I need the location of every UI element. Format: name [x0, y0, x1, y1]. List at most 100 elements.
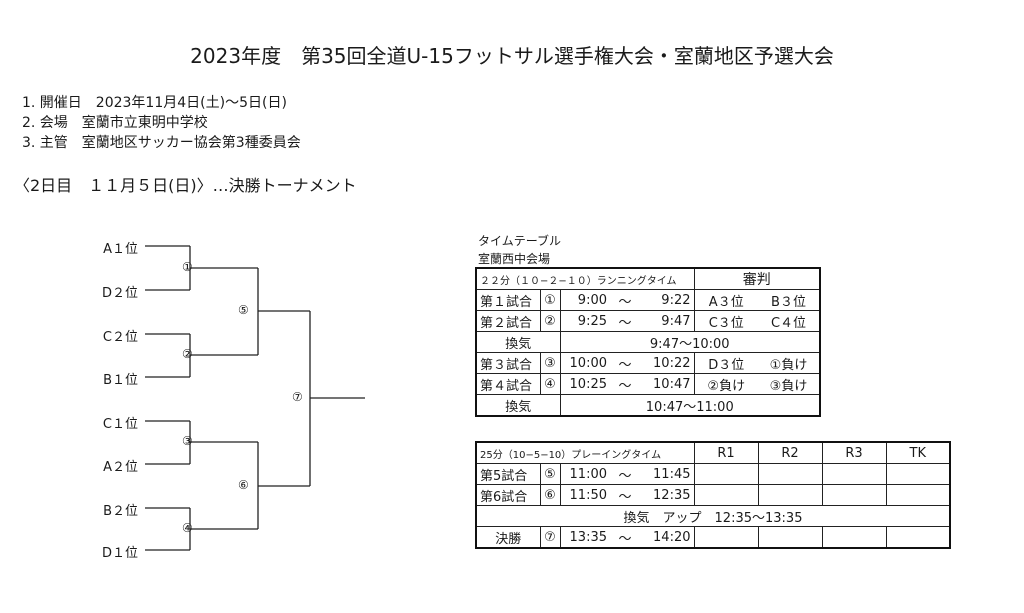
empty-cell	[885, 484, 951, 506]
end-time: 12:35	[640, 484, 695, 506]
break-time: 9:47～10:00	[559, 331, 821, 353]
end-time: 14:20	[640, 526, 695, 549]
end-time: 10:47	[640, 373, 695, 395]
timetable-table-1: ２２分（１０−２−１０）ランニングタイム 審判 第１試合 ① 9:00 ～ 9:…	[475, 267, 821, 417]
timetable-caption: タイムテーブル	[478, 234, 562, 248]
match-number: ⑥	[238, 478, 249, 492]
time-separator: ～	[610, 352, 640, 374]
referee-2: B３位	[758, 289, 821, 311]
empty-cell	[693, 463, 759, 485]
match-number: ①	[539, 289, 561, 311]
column-header: TK	[885, 441, 951, 464]
bracket-team: B１位	[103, 373, 138, 388]
timetable-table-2: 25分（10−5−10）プレーイングタイム R1 R2 R3 TK 第5試合 ⑤…	[475, 441, 951, 549]
match-number: ②	[539, 310, 561, 332]
break-label: 換気	[475, 394, 561, 417]
match-number: ③	[539, 352, 561, 374]
info-date: 1. 開催日 2023年11月4日(土)～5日(日)	[22, 95, 287, 111]
table-row: 第２試合 ② 9:25 ～ 9:47 C３位 C４位	[475, 310, 821, 332]
bracket-team: C２位	[102, 330, 138, 345]
table-row: 換気 アップ 12:35～13:35	[475, 505, 951, 527]
empty-cell	[885, 463, 951, 485]
time-separator: ～	[610, 463, 640, 485]
empty-cell	[693, 526, 759, 549]
match-number: ④	[539, 373, 561, 395]
table-header: ２２分（１０−２−１０）ランニングタイム	[475, 267, 695, 290]
referee-1: A３位	[693, 289, 758, 311]
end-time: 9:47	[640, 310, 695, 332]
referee-2: C４位	[758, 310, 821, 332]
match-label: 第４試合	[475, 373, 541, 395]
break-label: 換気	[475, 331, 561, 353]
match-label: 第３試合	[475, 352, 541, 374]
match-number: ⑦	[539, 526, 561, 549]
empty-cell	[885, 526, 951, 549]
empty-cell	[757, 463, 823, 485]
bracket-team: D１位	[101, 546, 138, 561]
table-row: 第6試合 ⑥ 11:50 ～ 12:35	[475, 484, 951, 506]
bracket-team: D２位	[101, 286, 138, 301]
time-separator: ～	[610, 373, 640, 395]
match-label: 第２試合	[475, 310, 541, 332]
end-time: 11:45	[640, 463, 695, 485]
empty-cell	[821, 484, 887, 506]
match-number: ④	[182, 521, 193, 535]
start-time: 11:00	[559, 463, 610, 485]
day-heading: 〈2日目 １１月５日(日)〉…決勝トーナメント	[14, 176, 357, 195]
break-row: 換気 アップ 12:35～13:35	[475, 505, 951, 527]
table-row: 換気 10:47～11:00	[475, 394, 821, 417]
table-row: 決勝 ⑦ 13:35 ～ 14:20	[475, 526, 951, 549]
match-number: ⑤	[539, 463, 561, 485]
start-time: 10:25	[559, 373, 610, 395]
match-number: ⑥	[539, 484, 561, 506]
match-label: 第5試合	[475, 463, 541, 485]
start-time: 13:35	[559, 526, 610, 549]
match-label: 決勝	[475, 526, 541, 549]
info-organizer: 3. 主管 室蘭地区サッカー協会第3種委員会	[22, 135, 301, 151]
empty-cell	[757, 526, 823, 549]
empty-cell	[693, 484, 759, 506]
table-row: 第３試合 ③ 10:00 ～ 10:22 D３位 ①負け	[475, 352, 821, 374]
match-label: 第6試合	[475, 484, 541, 506]
table-header-row: ２２分（１０−２−１０）ランニングタイム 審判	[475, 267, 821, 290]
referee-2: ③負け	[758, 373, 821, 395]
referee-2: ①負け	[758, 352, 821, 374]
referee-1: D３位	[693, 352, 758, 374]
info-venue: 2. 会場 室蘭市立東明中学校	[22, 115, 208, 131]
table-row: 換気 9:47～10:00	[475, 331, 821, 353]
match-number: ②	[182, 347, 193, 361]
page-title: 2023年度 第35回全道U-15フットサル選手権大会・室蘭地区予選大会	[190, 44, 834, 68]
bracket-team: A１位	[103, 242, 138, 257]
end-time: 9:22	[640, 289, 695, 311]
table-row: 第１試合 ① 9:00 ～ 9:22 A３位 B３位	[475, 289, 821, 311]
table-row: 第5試合 ⑤ 11:00 ～ 11:45	[475, 463, 951, 485]
column-header: R2	[757, 441, 823, 464]
match-number: ⑤	[238, 303, 249, 317]
empty-cell	[757, 484, 823, 506]
time-separator: ～	[610, 484, 640, 506]
column-header: R1	[693, 441, 759, 464]
empty-cell	[821, 463, 887, 485]
end-time: 10:22	[640, 352, 695, 374]
start-time: 11:50	[559, 484, 610, 506]
match-number: ③	[182, 434, 193, 448]
table-header-row: 25分（10−5−10）プレーイングタイム R1 R2 R3 TK	[475, 441, 951, 464]
match-number: ①	[182, 260, 193, 274]
bracket-team: C１位	[102, 417, 138, 432]
referee-1: ②負け	[693, 373, 758, 395]
start-time: 10:00	[559, 352, 610, 374]
start-time: 9:00	[559, 289, 610, 311]
timetable-venue: 室蘭西中会場	[478, 252, 551, 266]
break-time: 10:47～11:00	[559, 394, 821, 417]
table-header: 25分（10−5−10）プレーイングタイム	[475, 441, 695, 464]
bracket-team: A２位	[103, 460, 138, 475]
bracket-team: B２位	[103, 504, 138, 519]
time-separator: ～	[610, 310, 640, 332]
column-header: R3	[821, 441, 887, 464]
time-separator: ～	[610, 289, 640, 311]
time-separator: ～	[610, 526, 640, 549]
referee-1: C３位	[693, 310, 758, 332]
referee-header: 審判	[693, 267, 821, 290]
match-label: 第１試合	[475, 289, 541, 311]
